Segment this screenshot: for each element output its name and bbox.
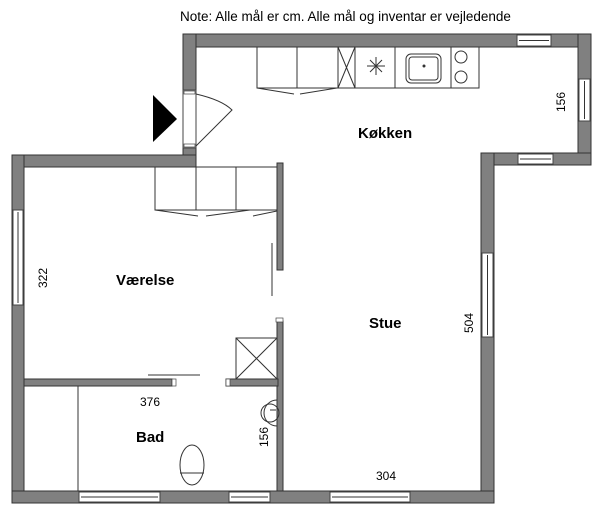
bath-partition [276, 320, 284, 492]
dim-kitchen-width: 156 [554, 92, 568, 112]
kitchen-counter [256, 46, 480, 95]
kitchen-sink-icon [405, 53, 442, 84]
hob-icon [454, 50, 468, 64]
toilet-icon [179, 444, 205, 486]
washbasin-icon [260, 399, 280, 427]
dim-living-height: 504 [462, 313, 476, 333]
dim-bath-height: 156 [257, 427, 271, 447]
room-label-bath: Bad [136, 429, 164, 446]
bath-top-wall-left [23, 378, 173, 387]
disclaimer-note: Note: Alle mål er cm. Alle mål og invent… [180, 9, 511, 24]
bedroom-door[interactable] [271, 243, 284, 323]
dim-living-width: 304 [376, 469, 396, 483]
bedroom-top-wall [11, 154, 197, 168]
fan-icon [367, 57, 385, 75]
windows [12, 34, 591, 503]
bath-top-wall-right [225, 378, 279, 387]
bedroom-partition-upper [276, 162, 284, 271]
entrance-arrow-icon [153, 95, 177, 142]
shower-icon [235, 337, 278, 380]
walls [11, 33, 592, 504]
left-outer-wall [11, 154, 25, 504]
wardrobe [154, 166, 278, 217]
dim-bath-width: 376 [140, 395, 160, 409]
bath-door[interactable] [148, 374, 231, 387]
entrance-door[interactable] [182, 89, 233, 149]
room-label-bedroom: Værelse [116, 272, 174, 289]
dim-bedroom-height: 322 [36, 268, 50, 288]
room-label-living: Stue [369, 315, 402, 332]
room-label-kitchen: Køkken [358, 125, 412, 142]
